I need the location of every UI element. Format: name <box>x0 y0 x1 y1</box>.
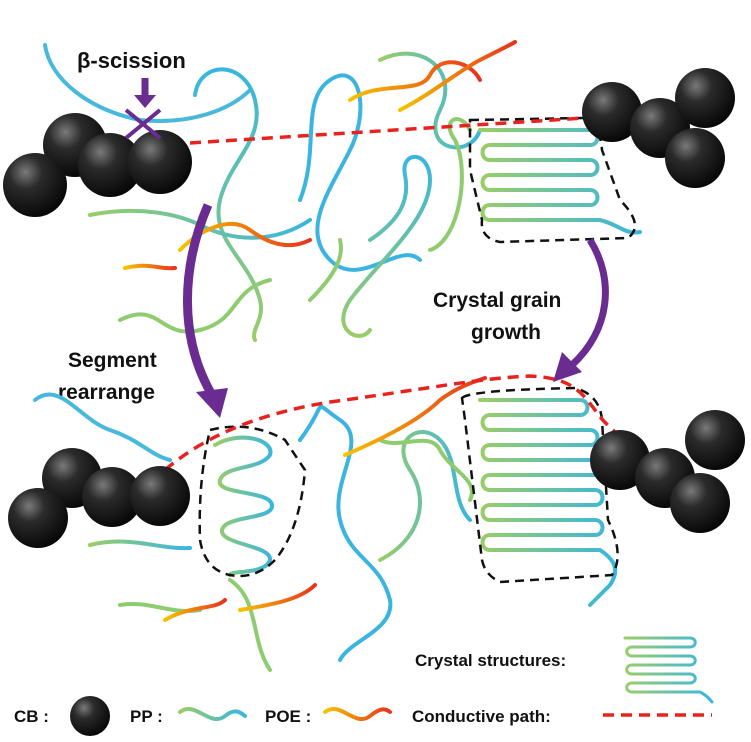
poe-chain <box>348 60 482 102</box>
legend-cb-label: CB : <box>14 707 49 726</box>
scission-x-icon <box>124 108 162 140</box>
segment-label-line2: rearrange <box>58 381 155 404</box>
pp-chain <box>193 67 264 342</box>
poe-chain <box>398 40 517 112</box>
pp-chain <box>298 405 393 662</box>
poe-chain <box>123 263 177 271</box>
crystal-grain-label-line2: growth <box>471 321 541 344</box>
segment-arrowhead <box>196 388 228 418</box>
top-panel: β-scission <box>3 40 735 342</box>
pp-chain <box>228 578 272 672</box>
legend-crystal-icon <box>623 636 714 704</box>
bottom-panel <box>8 374 745 672</box>
pp-chain <box>298 73 422 272</box>
legend-conductive-path-label: Conductive path: <box>412 707 551 726</box>
scission-arrowhead <box>134 95 156 108</box>
legend-cb-icon <box>70 696 110 736</box>
pp-chain <box>118 278 272 334</box>
pp-chain <box>88 539 192 551</box>
segment-label-line1: Segment <box>68 349 157 372</box>
cb-cluster <box>590 410 745 533</box>
pp-chain <box>341 154 433 338</box>
pp-chain <box>378 51 482 150</box>
legend: Crystal structures: CB : PP : POE : Cond… <box>14 636 714 736</box>
crystal-box <box>460 386 619 584</box>
legend-poe-icon <box>323 707 392 721</box>
beta-scission-label: β-scission <box>77 48 186 73</box>
pp-chain <box>33 392 172 462</box>
cb-cluster <box>8 448 190 548</box>
pp-chain <box>378 429 472 562</box>
pp-chain <box>378 438 474 502</box>
segment-rearrange-arrow <box>183 203 216 398</box>
poe-chain <box>163 598 227 622</box>
conductive-path <box>163 374 622 472</box>
legend-pp-label: PP : <box>130 707 163 726</box>
crystal-grain-label-line1: Crystal grain <box>433 289 561 312</box>
cb-cluster <box>582 68 735 188</box>
conductive-path <box>189 116 586 145</box>
crystal-lamella <box>213 435 274 577</box>
pp-chain <box>308 238 343 302</box>
cb-cluster <box>3 113 192 217</box>
legend-pp-icon <box>178 707 247 721</box>
crystal-growth-arrowhead <box>553 352 582 382</box>
legend-poe-label: POE : <box>265 707 311 726</box>
crystal-growth-arrow <box>569 238 609 368</box>
pp-chain <box>428 117 472 252</box>
crystal-box <box>198 425 307 578</box>
crystal-lamella <box>478 128 642 235</box>
crystal-lamella <box>478 398 618 607</box>
poe-chain <box>238 583 317 612</box>
legend-crystal-structures-label: Crystal structures: <box>415 651 566 670</box>
